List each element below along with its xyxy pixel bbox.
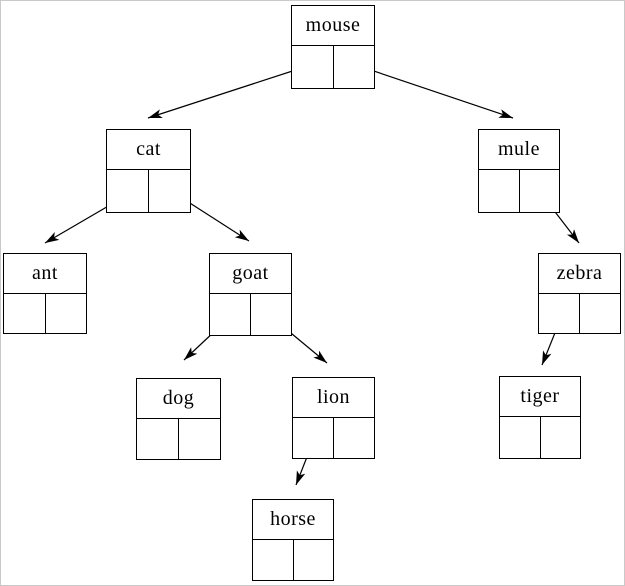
- node-label-dog: dog: [137, 379, 220, 419]
- right-pointer-cell: [149, 170, 190, 212]
- right-pointer-cell: [46, 294, 87, 333]
- tree-node-goat: goat: [209, 253, 292, 336]
- tree-node-zebra: zebra: [538, 253, 621, 334]
- right-pointer-cell: [580, 294, 620, 333]
- node-label-tiger: tiger: [500, 377, 580, 417]
- tree-node-mouse: mouse: [291, 5, 375, 89]
- tree-node-horse: horse: [252, 499, 334, 581]
- right-pointer-cell: [251, 294, 291, 335]
- left-pointer-cell: [292, 46, 334, 88]
- right-pointer-cell: [334, 46, 375, 88]
- node-label-mule: mule: [479, 130, 559, 170]
- tree-node-cat: cat: [106, 129, 191, 213]
- right-pointer-cell: [294, 540, 334, 580]
- node-label-horse: horse: [253, 500, 333, 540]
- left-pointer-cell: [4, 294, 46, 333]
- tree-node-mule: mule: [478, 129, 560, 213]
- left-pointer-cell: [479, 170, 520, 212]
- node-label-ant: ant: [4, 254, 86, 294]
- tree-node-ant: ant: [3, 253, 87, 334]
- right-pointer-cell: [179, 419, 220, 459]
- left-pointer-cell: [107, 170, 149, 212]
- left-pointer-cell: [500, 417, 541, 458]
- left-pointer-cell: [293, 418, 334, 458]
- edge-mouse-cat: [147, 63, 315, 119]
- node-label-lion: lion: [293, 378, 374, 418]
- node-label-goat: goat: [210, 254, 291, 294]
- edge-mouse-mule: [352, 63, 514, 119]
- tree-node-dog: dog: [136, 378, 221, 460]
- left-pointer-cell: [539, 294, 580, 333]
- tree-node-lion: lion: [292, 377, 375, 459]
- right-pointer-cell: [520, 170, 560, 212]
- left-pointer-cell: [253, 540, 294, 580]
- node-label-mouse: mouse: [292, 6, 374, 46]
- tree-node-tiger: tiger: [499, 376, 581, 459]
- right-pointer-cell: [334, 418, 374, 458]
- left-pointer-cell: [210, 294, 251, 335]
- right-pointer-cell: [541, 417, 581, 458]
- left-pointer-cell: [137, 419, 179, 459]
- node-label-cat: cat: [107, 130, 190, 170]
- node-label-zebra: zebra: [539, 254, 620, 294]
